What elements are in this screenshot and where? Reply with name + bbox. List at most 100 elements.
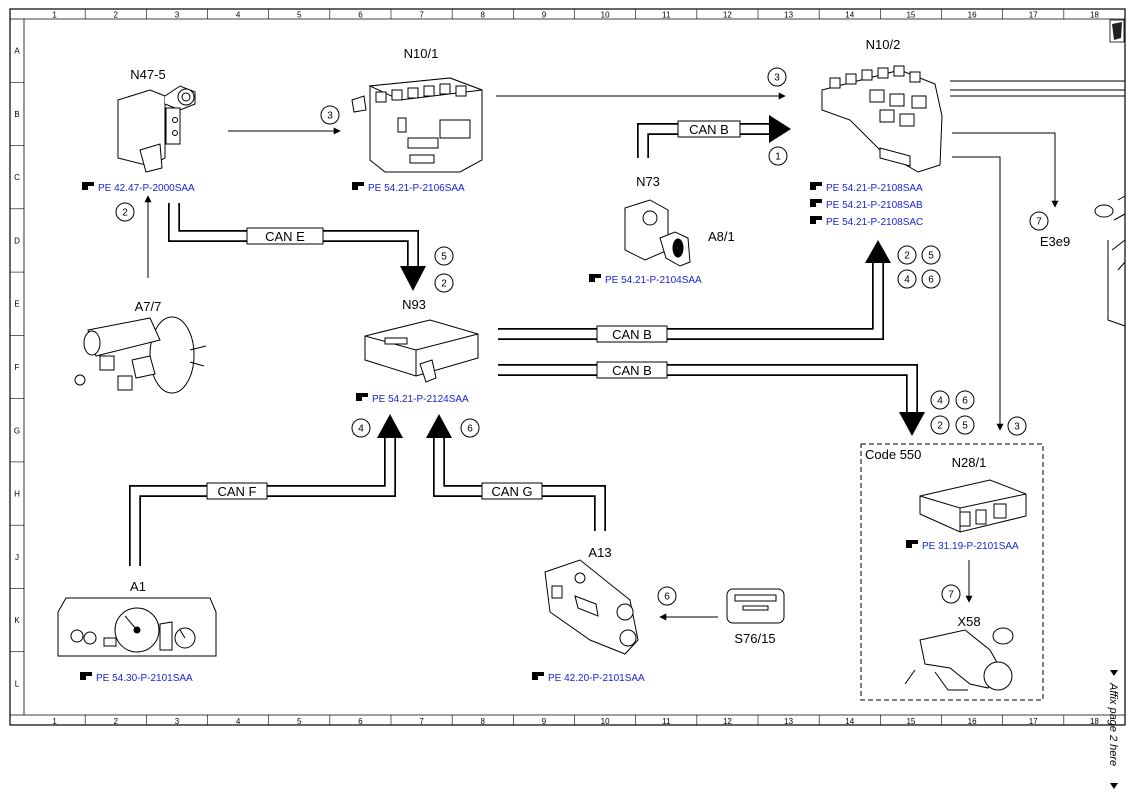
marker-m-cang: 6	[460, 418, 480, 438]
a1-ref: PE 54.30-P-2101SAA	[96, 673, 193, 684]
grid-column-11-top: 11	[662, 11, 671, 20]
grid-column-14-bottom: 14	[845, 717, 854, 726]
marker-m-x58: 7	[941, 584, 961, 604]
s76-15-switch-icon	[726, 588, 785, 624]
marker-number: 3	[1014, 422, 1020, 433]
grid-column-1-bottom: 1	[52, 717, 57, 726]
marker-number: 4	[358, 424, 364, 435]
grid-column-4-top: 4	[236, 11, 241, 20]
can-b-low-label: CAN B	[612, 363, 652, 378]
grid-row-J: J	[15, 553, 19, 562]
drawing-frame	[9, 8, 1126, 726]
marker-m-can-b-top: 1	[768, 146, 788, 166]
a7-7-brake-booster-icon	[74, 316, 207, 394]
marker-number: 6	[962, 396, 968, 407]
can-e-bus: CAN E	[168, 203, 426, 291]
marker-number: 5	[962, 421, 968, 432]
grid-column-11-bottom: 11	[662, 717, 671, 726]
marker-number: 2	[937, 421, 943, 432]
grid-column-14-top: 14	[845, 11, 854, 20]
grid-row-E: E	[14, 300, 19, 309]
n10-2-ref-1: PE 54.21-P-2108SAA	[826, 183, 923, 194]
n47-5-label: N47-5	[130, 67, 165, 82]
a13-label: A13	[588, 545, 611, 560]
n10-2-label: N10/2	[866, 37, 901, 52]
grid-column-10-bottom: 10	[601, 717, 610, 726]
marker-number: 4	[904, 275, 910, 286]
marker-m-canf: 4	[351, 418, 371, 438]
can-b-mid-label: CAN B	[612, 327, 652, 342]
affix-note: Affix page 2 here	[1107, 670, 1119, 789]
n47-5-ref: PE 42.47-P-2000SAA	[98, 183, 195, 194]
grid-row-F: F	[15, 363, 20, 372]
marker-number: 7	[1036, 217, 1042, 228]
marker-number: 3	[327, 111, 333, 122]
marker-number: 7	[948, 590, 954, 601]
marker-m-n102-b: 5	[921, 245, 941, 265]
a13-ref-icon	[532, 672, 544, 680]
marker-m-n281-b: 6	[955, 390, 975, 410]
grid-row-G: G	[14, 426, 20, 435]
grid-column-3-top: 3	[175, 11, 180, 20]
marker-m-a77: 2	[115, 202, 135, 222]
grid-column-17-top: 17	[1029, 11, 1038, 20]
n93-label: N93	[402, 297, 426, 312]
a13-ref: PE 42.20-P-2101SAA	[548, 673, 645, 684]
n93-ref: PE 54.21-P-2124SAA	[372, 394, 469, 405]
code-550-label: Code 550	[865, 447, 921, 462]
marker-m-a13: 6	[657, 586, 677, 606]
n73-label: N73	[636, 174, 660, 189]
a8-1-label: A8/1	[708, 229, 735, 244]
grid-column-18-bottom: 18	[1090, 717, 1099, 726]
a1-label: A1	[130, 579, 146, 594]
marker-number: 4	[937, 396, 943, 407]
grid-column-12-top: 12	[723, 11, 732, 20]
a1-instrument-cluster-icon	[57, 597, 217, 657]
grid-row-C: C	[14, 173, 20, 182]
grid-column-15-bottom: 15	[906, 717, 915, 726]
can-f-bus: CAN F	[129, 414, 403, 568]
n93-ref-icon	[356, 393, 368, 401]
marker-m-n281-d: 5	[955, 415, 975, 435]
marker-m-e3e9: 7	[1029, 211, 1049, 231]
n28-1-ref: PE 31.19-P-2101SAA	[922, 541, 1019, 552]
marker-m-n281-c: 2	[930, 415, 950, 435]
grid-column-6-bottom: 6	[358, 717, 363, 726]
grid-column-6-top: 6	[358, 11, 363, 20]
can-g-label: CAN G	[491, 484, 532, 499]
grid-column-7-top: 7	[419, 11, 424, 20]
grid-row-D: D	[14, 236, 20, 245]
can-b-mid-bus: CAN B	[498, 240, 891, 343]
grid-column-2-top: 2	[114, 11, 119, 20]
marker-number: 6	[928, 275, 934, 286]
can-b-low-bus: CAN B	[498, 361, 925, 436]
e3e9-lamp-partial-icon	[1094, 195, 1126, 327]
n10-2-fusebox-icon	[821, 65, 943, 173]
grid-column-10-top: 10	[601, 11, 610, 20]
grid-column-13-top: 13	[784, 11, 793, 20]
marker-number: 2	[122, 208, 128, 219]
grid-column-5-top: 5	[297, 11, 302, 20]
n93-module-icon	[364, 319, 479, 383]
marker-m-n47-n101: 3	[320, 105, 340, 125]
n28-1-ref-icon	[906, 540, 918, 548]
n47-5-ref-icon	[82, 182, 94, 190]
affix-note-text: Affix page 2 here	[1107, 682, 1119, 766]
marker-m-n281-e: 3	[1007, 416, 1027, 436]
marker-m-n102-d: 6	[921, 269, 941, 289]
can-e-label: CAN E	[265, 229, 305, 244]
can-g-bus: CAN G	[426, 414, 606, 533]
grid-row-L: L	[15, 679, 20, 688]
grid-column-7-bottom: 7	[419, 717, 424, 726]
grid-column-8-bottom: 8	[481, 717, 486, 726]
marker-m-n102-a: 2	[897, 245, 917, 265]
n10-1-ref-icon	[352, 182, 364, 190]
grid-column-13-bottom: 13	[784, 717, 793, 726]
grid-column-2-bottom: 2	[114, 717, 119, 726]
grid-column-18-top: 18	[1090, 11, 1099, 20]
marker-number: 5	[928, 251, 934, 262]
grid-column-9-top: 9	[542, 11, 547, 20]
n28-1-module-icon	[919, 479, 1027, 533]
